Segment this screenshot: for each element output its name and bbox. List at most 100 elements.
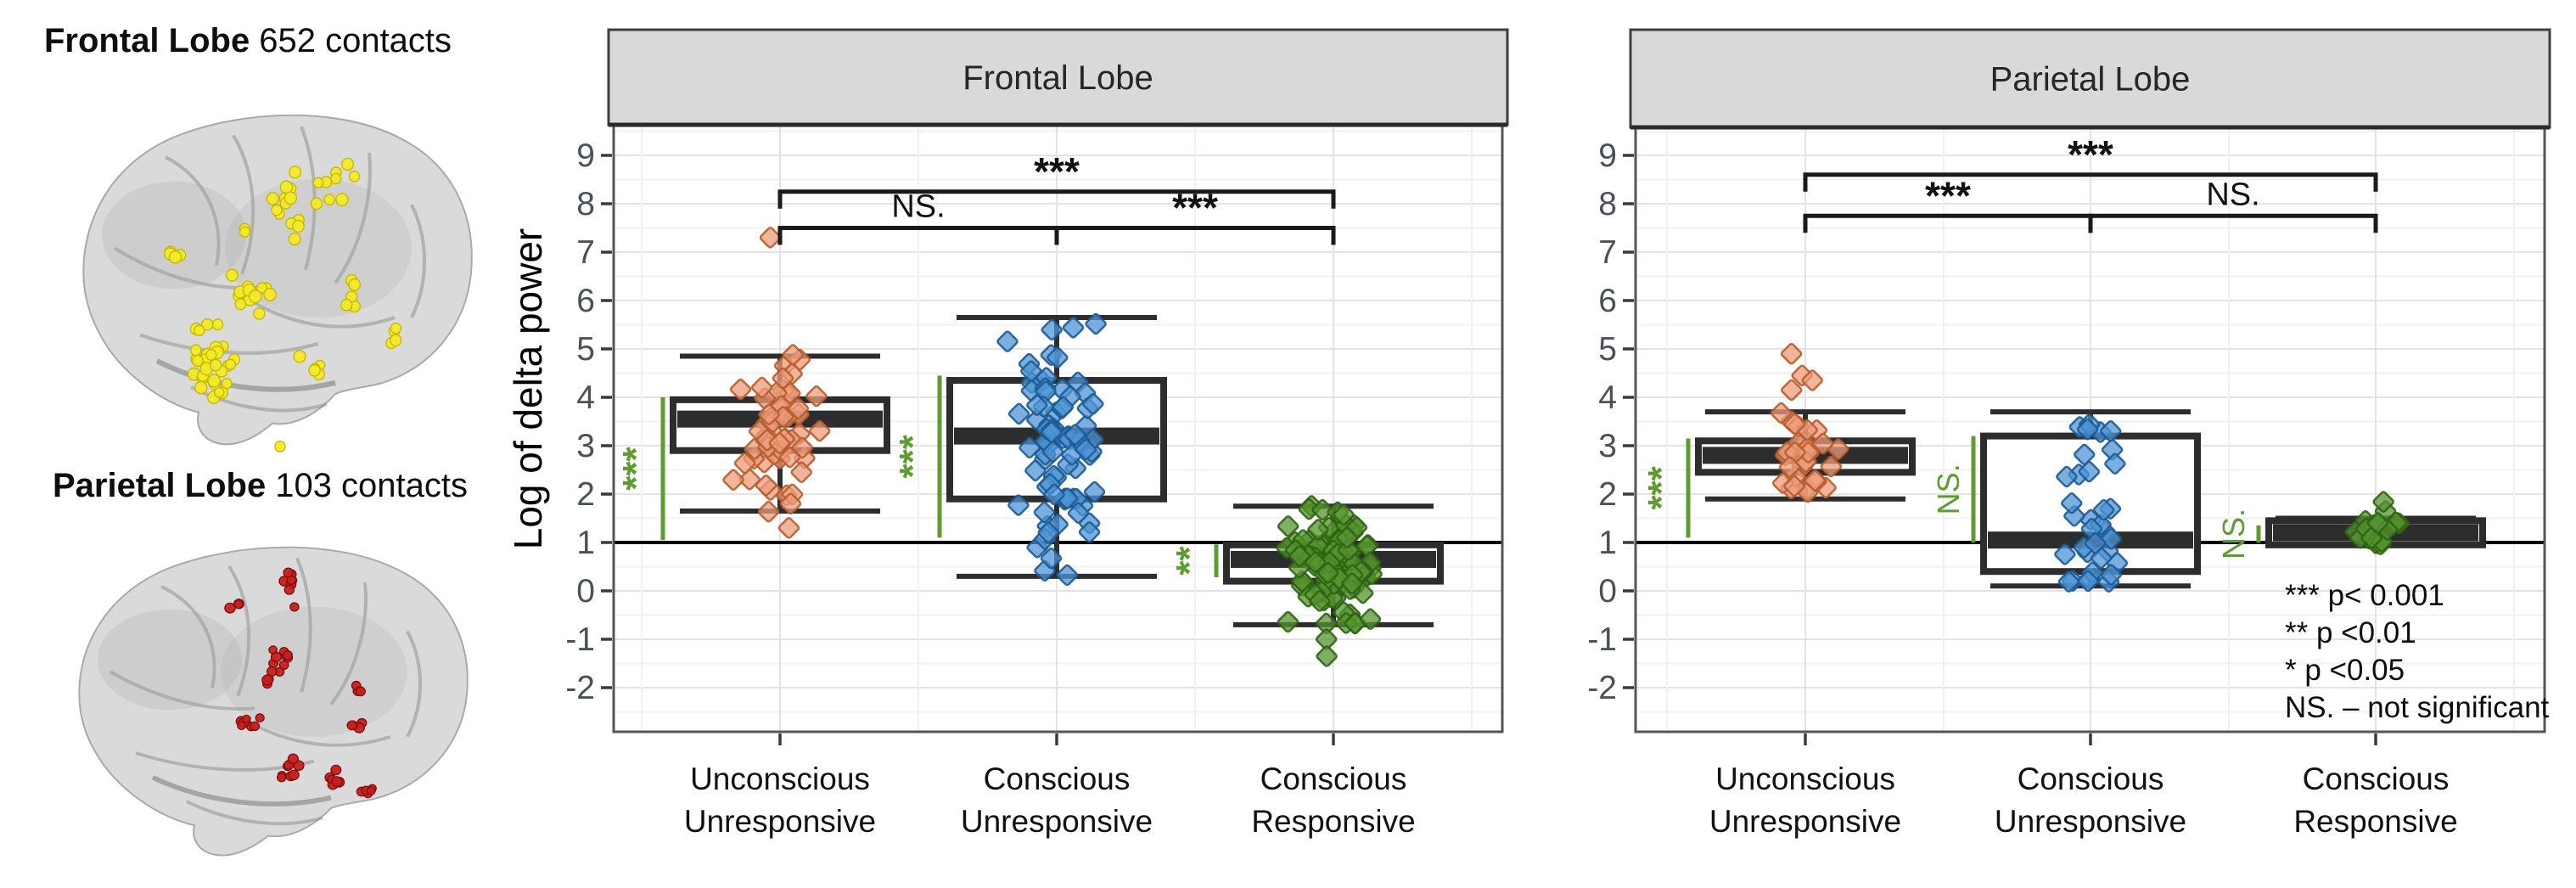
y-tick-label: 5	[576, 331, 595, 368]
electrode-dot	[168, 250, 182, 264]
electrode-dot	[207, 374, 221, 388]
boxplot-group-2: NS.	[2216, 491, 2486, 559]
data-point	[1812, 432, 1834, 455]
electrode-dot	[263, 287, 278, 302]
y-tick-label: -2	[1587, 670, 1617, 706]
electrode-dot	[312, 177, 324, 188]
electrode-dot	[194, 380, 208, 395]
electrode-dot	[234, 298, 247, 311]
electrode-dot	[335, 193, 349, 207]
significance-bracket-2: NS.	[2088, 177, 2378, 233]
data-point	[1277, 610, 1299, 633]
data-point	[2077, 570, 2099, 593]
data-point	[1007, 494, 1030, 516]
y-axis-label: Log of delta power	[506, 228, 550, 550]
electrode-dot	[200, 318, 214, 331]
brain-temporal-fold	[151, 775, 332, 807]
electrode-dot	[340, 157, 355, 171]
data-point	[768, 432, 791, 454]
electrode-dot	[224, 602, 236, 614]
data-point	[996, 330, 1019, 352]
electrode-dot	[310, 197, 323, 211]
x-category-label: Conscious	[1260, 762, 1407, 796]
y-tick-label: 9	[1598, 138, 1617, 174]
parietal-lobe-heading-title: Parietal Lobe	[53, 467, 267, 504]
data-point	[1277, 515, 1299, 537]
legend-line-p05: * p <0.05	[2285, 654, 2405, 687]
electrode-dot	[191, 354, 204, 368]
brain-sulcus	[244, 719, 391, 747]
data-point	[1333, 503, 1355, 526]
y-tick-label: 8	[576, 186, 595, 222]
boxplot-group-0: ***	[615, 227, 890, 541]
brain-sulcus	[165, 155, 221, 267]
electrode-dot	[331, 776, 343, 788]
x-category-label: Conscious	[2303, 762, 2450, 796]
brain-shading	[221, 606, 407, 737]
brain-sulcus	[406, 630, 422, 738]
effect-size-label: ***	[615, 447, 657, 491]
x-category-label: Conscious	[2018, 762, 2164, 796]
data-point	[1083, 481, 1106, 503]
data-point	[1078, 521, 1101, 543]
brain-shading	[98, 609, 242, 711]
y-tick-label: 7	[576, 234, 595, 271]
jitter-points	[996, 312, 1107, 587]
y-tick-label: -1	[565, 621, 595, 658]
electrode-dot	[287, 753, 300, 765]
data-point	[1026, 394, 1048, 417]
data-point	[808, 419, 831, 442]
brain-sulcus	[300, 126, 317, 271]
electrode-dot	[242, 714, 251, 723]
data-point	[1082, 393, 1104, 415]
panel-title-bar	[607, 28, 1509, 126]
data-point	[779, 492, 802, 515]
x-category-label: Unresponsive	[684, 804, 876, 839]
electrode-dot	[233, 599, 244, 610]
data-point	[757, 501, 780, 523]
electrode-dot	[292, 219, 305, 233]
y-tick-label: 6	[576, 283, 595, 319]
x-category-label: Unresponsive	[1709, 804, 1901, 839]
x-category-label: Unconscious	[690, 762, 870, 796]
brain-sulcus	[186, 800, 323, 826]
legend-line-p001: *** p< 0.001	[2285, 579, 2444, 612]
frontal-lobe-heading-title: Frontal Lobe	[44, 22, 250, 59]
data-point	[1778, 456, 1801, 478]
electrode-dot	[268, 645, 278, 655]
effect-size-label: **	[1169, 546, 1210, 576]
panel-title-bar	[1629, 28, 2551, 129]
effect-size-label: NS.	[1931, 464, 1966, 514]
brain-sulcus	[139, 333, 319, 355]
data-point	[1056, 564, 1079, 587]
data-point	[2100, 564, 2122, 586]
boxplot-group-1: NS.	[1931, 409, 2201, 593]
x-category-label: Responsive	[1251, 804, 1415, 839]
data-point	[1781, 379, 1803, 402]
electrode-dot	[279, 180, 294, 194]
electrode-dot	[189, 344, 202, 357]
data-point	[755, 474, 777, 497]
x-category-label: Responsive	[2293, 804, 2457, 839]
data-point	[1064, 424, 1086, 446]
data-point	[759, 227, 782, 249]
y-tick-label: 2	[576, 476, 595, 513]
y-tick-label: 1	[1598, 525, 1617, 561]
data-point	[1309, 590, 1331, 612]
electrode-dot	[248, 289, 262, 304]
electrode-dot	[213, 386, 225, 398]
data-point	[805, 385, 828, 407]
brain-shading	[102, 181, 246, 289]
data-point	[1037, 521, 1059, 544]
electrode-dot	[283, 567, 294, 578]
electrode-dot	[282, 649, 293, 660]
significance-bracket-2: ***	[1054, 186, 1336, 245]
brain-sulcus	[334, 152, 372, 284]
data-point	[1307, 519, 1329, 541]
electrode-dot	[205, 349, 217, 361]
data-point	[2054, 543, 2076, 565]
bracket-line	[1054, 226, 1336, 245]
